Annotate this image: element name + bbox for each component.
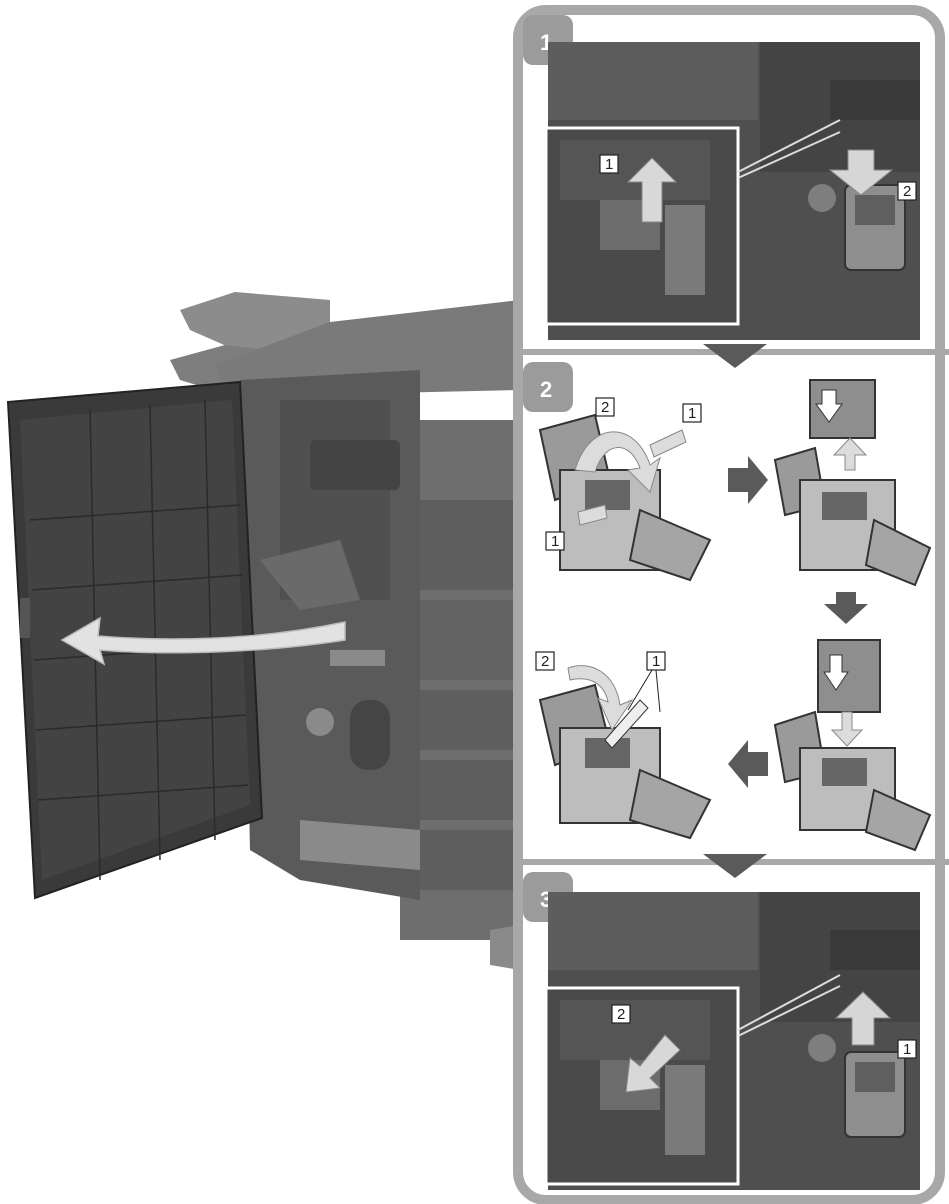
- callout-label: 1: [551, 533, 559, 550]
- callout-label: 1: [688, 405, 696, 422]
- callout-label: 1: [652, 653, 660, 670]
- step-3: 3 2 1: [523, 872, 920, 1190]
- flow-arrow-right: [728, 456, 768, 504]
- step-2: 2 2 1 1: [523, 362, 930, 850]
- empty-case-removed: [775, 380, 930, 585]
- step-arrow-down-2: [703, 854, 767, 878]
- callout-label: 1: [605, 156, 613, 173]
- step-1: 1 1 2: [523, 15, 920, 340]
- callout-label: 1: [903, 1041, 911, 1058]
- step-arrow-down-1: [703, 344, 767, 368]
- callout-label: 2: [541, 653, 549, 670]
- callout-label: 2: [903, 183, 911, 200]
- callout-label: 2: [617, 1006, 625, 1023]
- flow-arrow-down: [824, 592, 868, 624]
- callout-label: 2: [601, 399, 609, 416]
- step-2-number: 2: [540, 377, 552, 402]
- flow-arrow-left: [728, 740, 768, 788]
- new-case-inserted: [775, 640, 930, 850]
